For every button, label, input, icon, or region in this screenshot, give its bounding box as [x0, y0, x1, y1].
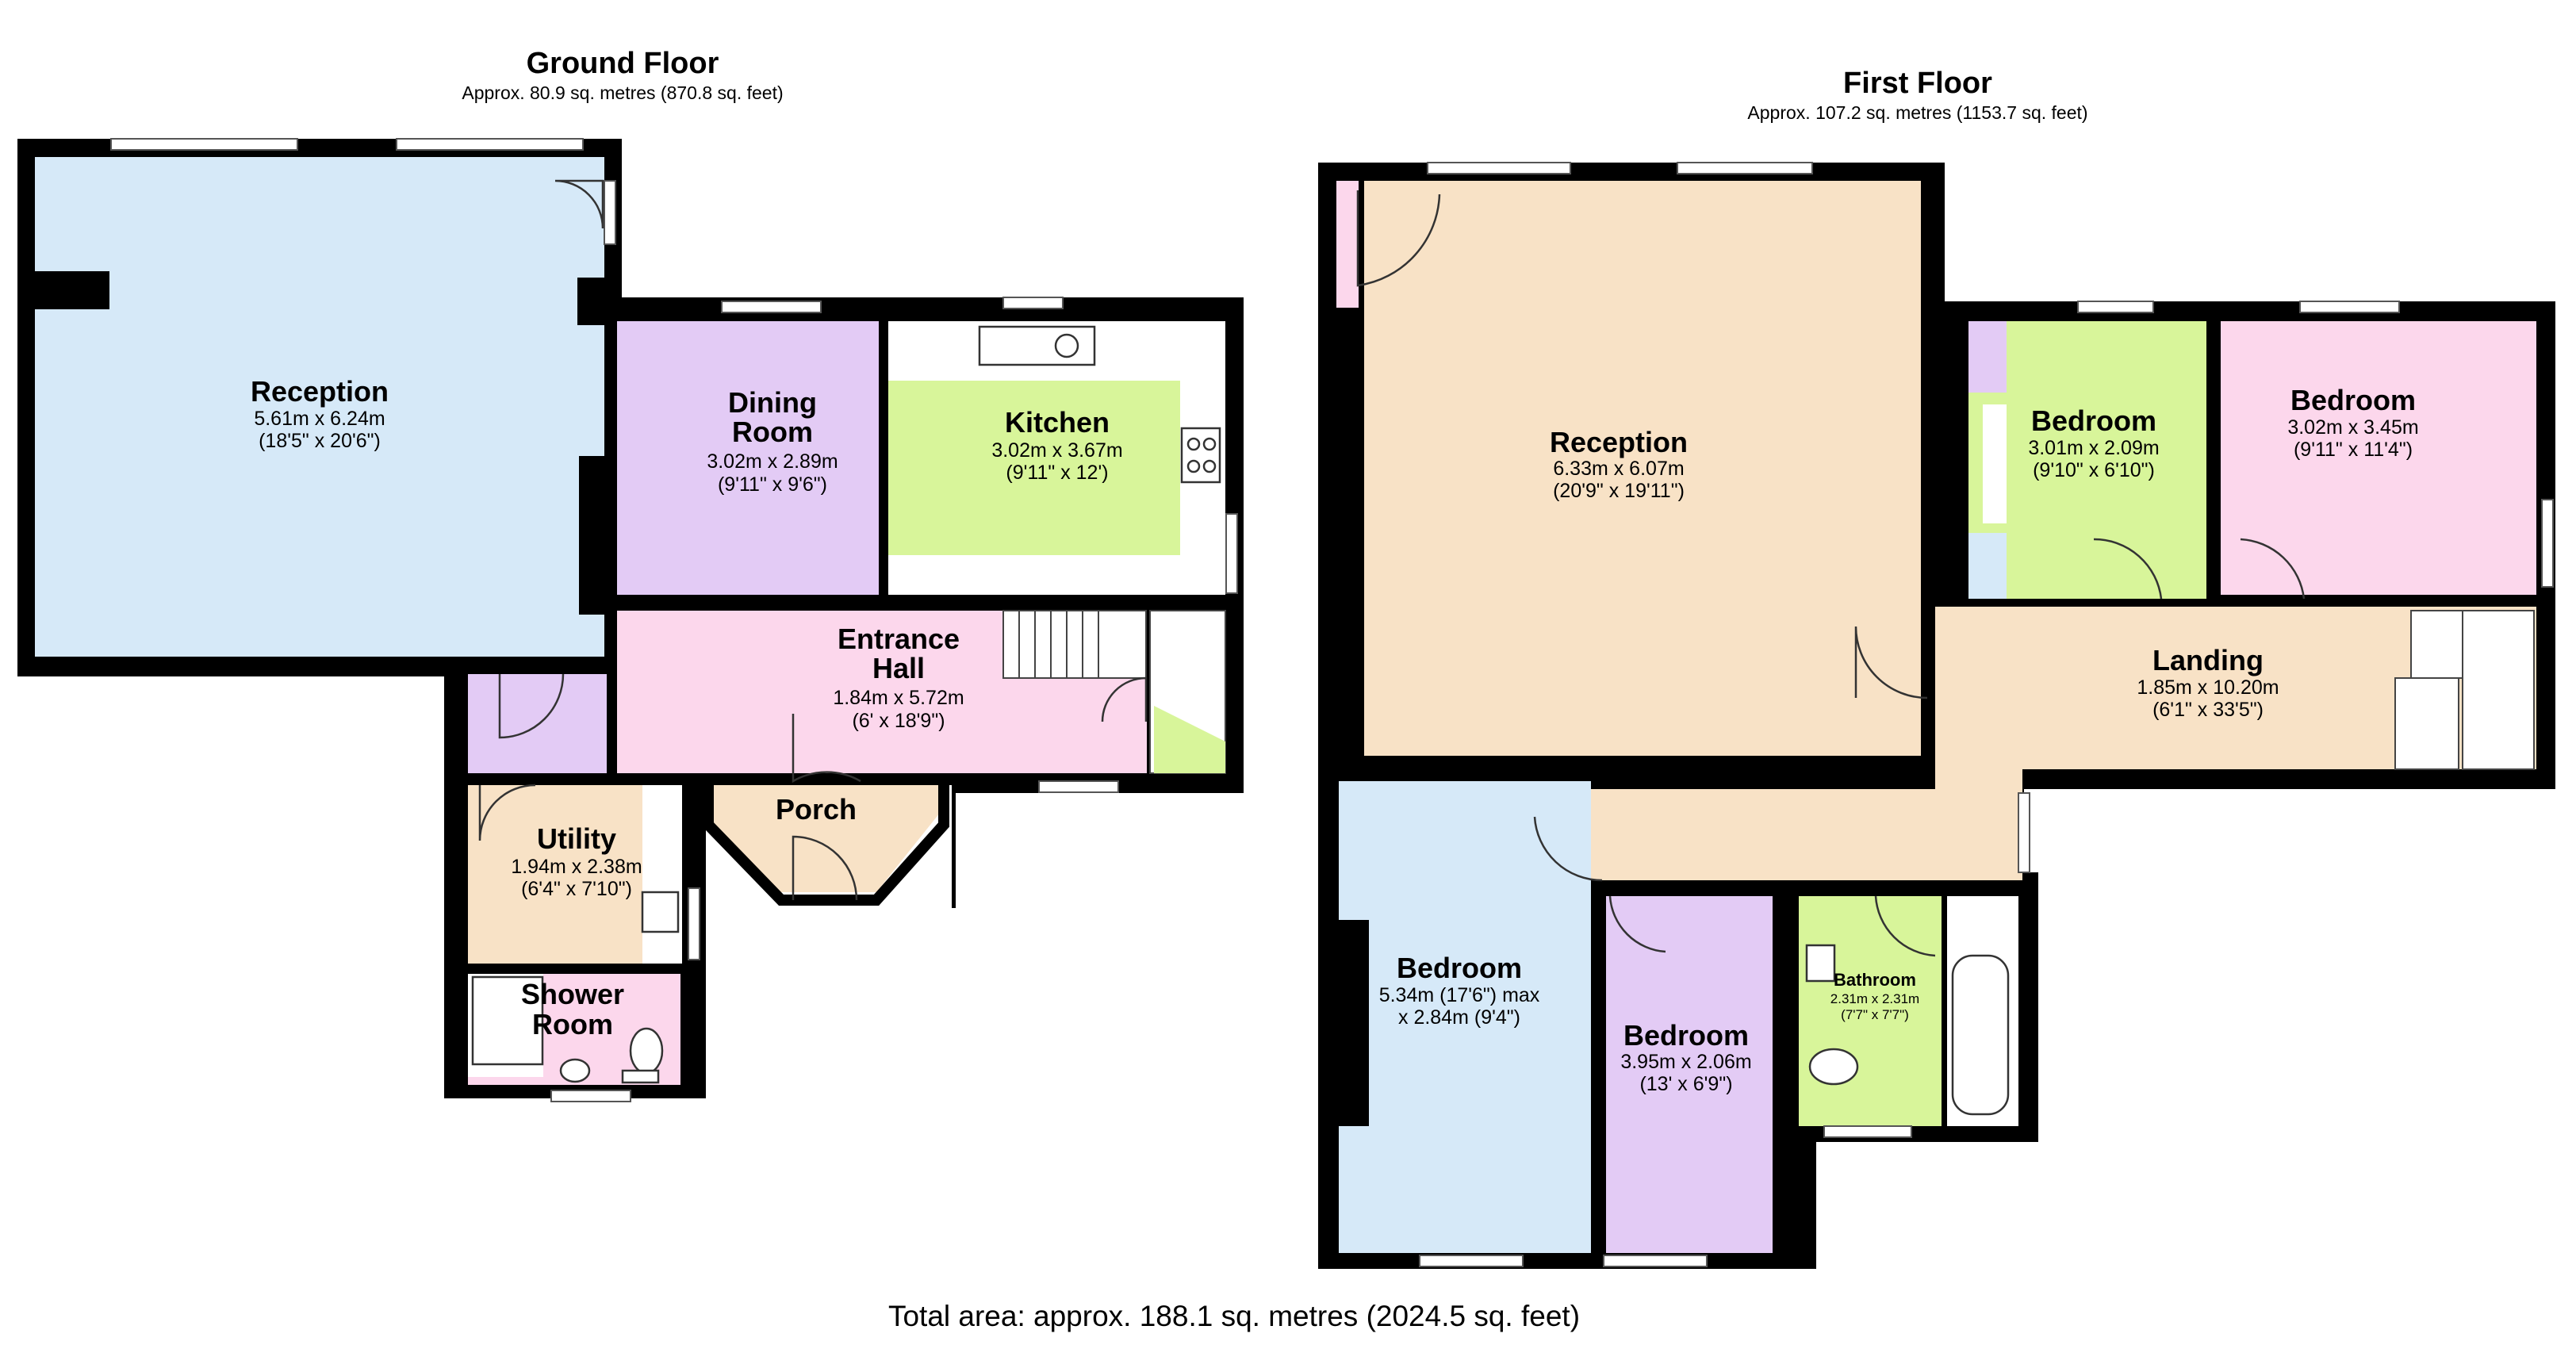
porch-room	[710, 785, 940, 892]
hall-dims-ft: (6' x 18'9")	[852, 710, 945, 732]
reception-room	[35, 157, 604, 657]
landing-name: Landing	[2152, 644, 2264, 676]
shower-name-2: Room	[532, 1008, 613, 1040]
bedroom-pink-name: Bedroom	[2290, 384, 2416, 416]
landing-dims-m: 1.85m x 10.20m	[2137, 676, 2279, 699]
first-reception-name: Reception	[1550, 426, 1688, 458]
bedroom-green-dims-ft: (9'10" x 6'10")	[2033, 459, 2155, 481]
utility-dims-ft: (6'4" x 7'10")	[521, 878, 632, 900]
hall-dims-m: 1.84m x 5.72m	[833, 687, 964, 709]
bathtub	[1951, 954, 2010, 1116]
dining-name-1: Dining	[728, 386, 817, 419]
first-floor-title: First Floor	[1843, 67, 1992, 100]
reception-name: Reception	[251, 375, 389, 408]
porch-name: Porch	[776, 793, 857, 826]
landing-dims-ft: (6'1" x 33'5")	[2152, 699, 2264, 721]
bedroom-pink-dims-ft: (9'11" x 11'4")	[2294, 439, 2413, 461]
hall-name-2: Hall	[872, 652, 925, 684]
dining-name-2: Room	[732, 416, 813, 448]
hall-name-1: Entrance	[838, 623, 960, 655]
bathroom-dims-m: 2.31m x 2.31m	[1830, 991, 1919, 1006]
bedroom-green-dims-m: 3.01m x 2.09m	[2028, 437, 2159, 459]
shower-tray	[471, 975, 544, 1066]
bathroom-name: Bathroom	[1834, 970, 1916, 990]
bedroom-blue-dims-2: x 2.84m (9'4")	[1398, 1006, 1520, 1029]
first-reception-dims-ft: (20'9" x 19'11")	[1553, 480, 1685, 502]
bedroom-blue-name: Bedroom	[1397, 952, 1522, 984]
bedroom-purple-dims-m: 3.95m x 2.06m	[1620, 1051, 1751, 1073]
utility-room	[468, 785, 642, 964]
reception-dims-m: 5.61m x 6.24m	[254, 408, 385, 430]
kitchen-room	[888, 381, 1180, 555]
bedroom-blue	[1339, 781, 1591, 1253]
chimney-breast	[35, 271, 109, 309]
hob	[1180, 427, 1221, 484]
ground-floor-title: Ground Floor	[527, 47, 719, 80]
dining-dims-ft: (9'11" x 9'6")	[718, 473, 827, 496]
first-reception-dims-m: 6.33m x 6.07m	[1553, 458, 1684, 480]
total-area: Total area: approx. 188.1 sq. metres (20…	[888, 1300, 1580, 1332]
reception-dims-ft: (18'5" x 20'6")	[259, 430, 381, 452]
kitchen-name: Kitchen	[1005, 406, 1110, 439]
utility-dims-m: 1.94m x 2.38m	[511, 856, 642, 878]
kitchen-dims-ft: (9'11" x 12')	[1006, 462, 1108, 484]
bedroom-purple-dims-ft: (13' x 6'9")	[1639, 1073, 1732, 1095]
first-floor-area: Approx. 107.2 sq. metres (1153.7 sq. fee…	[1747, 102, 2087, 123]
ground-floor-area: Approx. 80.9 sq. metres (870.8 sq. feet)	[462, 82, 783, 103]
utility-name: Utility	[537, 822, 616, 855]
bedroom-green	[1968, 321, 2206, 599]
bathroom-dims-ft: (7'7" x 7'7")	[1841, 1007, 1909, 1022]
ground-floor-plan	[17, 138, 1249, 1102]
shower-name-1: Shower	[521, 978, 624, 1010]
bedroom-blue-dims-1: 5.34m (17'6") max	[1379, 984, 1540, 1006]
first-floor-plan	[1318, 162, 2576, 1269]
kitchen-dims-m: 3.02m x 3.67m	[991, 439, 1122, 462]
first-reception-room	[1364, 181, 1921, 756]
bedroom-green-name: Bedroom	[2031, 404, 2156, 437]
bedroom-pink-dims-m: 3.02m x 3.45m	[2287, 416, 2418, 439]
dining-dims-m: 3.02m x 2.89m	[707, 450, 838, 473]
bedroom-purple-name: Bedroom	[1623, 1019, 1749, 1052]
bathroom-room	[1799, 896, 1942, 1126]
bedroom-purple	[1606, 896, 1773, 1253]
